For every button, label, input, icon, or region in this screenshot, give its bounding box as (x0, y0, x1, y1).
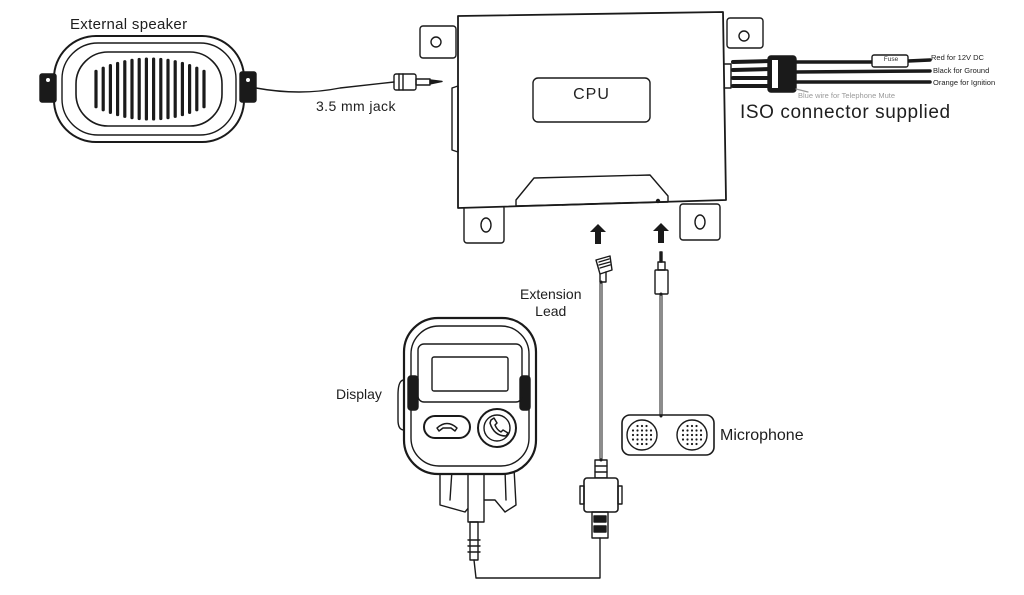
mic-hole (649, 438, 653, 441)
mic-hole (695, 433, 698, 437)
mic-hole (681, 438, 685, 441)
display-label: Display (336, 386, 382, 402)
black-wire-label: Black for Ground (933, 66, 990, 75)
extension-lead-label-line1: Extension (520, 286, 582, 302)
mic-hole (690, 433, 694, 437)
mic-hole (645, 438, 648, 441)
mic-hole (649, 429, 653, 432)
mic-hole (699, 433, 703, 437)
mic-hole (631, 438, 635, 441)
orange-wire-label: Orange for Ignition (933, 78, 996, 87)
mic-hole (690, 424, 694, 428)
microphone-label: Microphone (720, 427, 804, 444)
mic-hole (645, 442, 648, 446)
mic-hole (686, 433, 689, 437)
mic-hole (649, 433, 653, 437)
microphone-plug (654, 251, 669, 418)
mic-hole (636, 424, 639, 428)
mic-hole (636, 438, 639, 441)
red-wire-label: Red for 12V DC (931, 53, 984, 62)
mic-hole (699, 429, 703, 432)
iso-connector-label: ISO connector supplied (740, 102, 951, 123)
arrow-up-icon (653, 223, 669, 243)
microphone (621, 414, 715, 456)
mic-hole (690, 438, 694, 441)
mic-hole (640, 424, 644, 428)
cpu-label: CPU (573, 86, 610, 103)
iso-connector (731, 54, 932, 93)
mic-hole (681, 433, 685, 437)
display-unit (397, 316, 538, 561)
mic-hole (631, 433, 635, 437)
mic-hole (686, 438, 689, 441)
extension-lead-label: Extension Lead (520, 286, 581, 320)
external-speaker-label: External speaker (70, 16, 188, 33)
mic-hole (695, 438, 698, 441)
mic-hole (640, 429, 644, 432)
mic-hole (686, 424, 689, 428)
speaker-grille (94, 57, 206, 121)
extension-lead-label-line2: Lead (535, 303, 567, 319)
mic-hole (640, 442, 644, 446)
mic-hole (686, 442, 689, 446)
mic-hole (686, 429, 689, 432)
call-answer-icon (489, 417, 509, 437)
hang-up-icon (436, 422, 458, 432)
mic-hole (695, 442, 698, 446)
fuse-label: Fuse (883, 56, 899, 63)
arrow-up-icon (590, 224, 606, 244)
jack-plug (393, 73, 443, 91)
mic-hole (636, 429, 639, 432)
blue-wire-label: Blue wire for Telephone Mute (798, 91, 896, 100)
mic-hole (690, 429, 694, 432)
mic-hole (690, 442, 694, 446)
mic-hole (681, 429, 685, 432)
mic-hole (699, 438, 703, 441)
mic-hole (631, 429, 635, 432)
mic-hole (645, 433, 648, 437)
cpu-unit (419, 11, 764, 244)
mic-hole (695, 429, 698, 432)
mic-hole (640, 433, 644, 437)
mic-hole (645, 424, 648, 428)
external-speaker (39, 35, 395, 143)
mic-hole (645, 429, 648, 432)
mic-hole (640, 438, 644, 441)
mic-hole (636, 433, 639, 437)
mic-hole (636, 442, 639, 446)
jack-label: 3.5 mm jack (316, 98, 396, 114)
mic-hole (695, 424, 698, 428)
extension-lead (473, 255, 623, 579)
